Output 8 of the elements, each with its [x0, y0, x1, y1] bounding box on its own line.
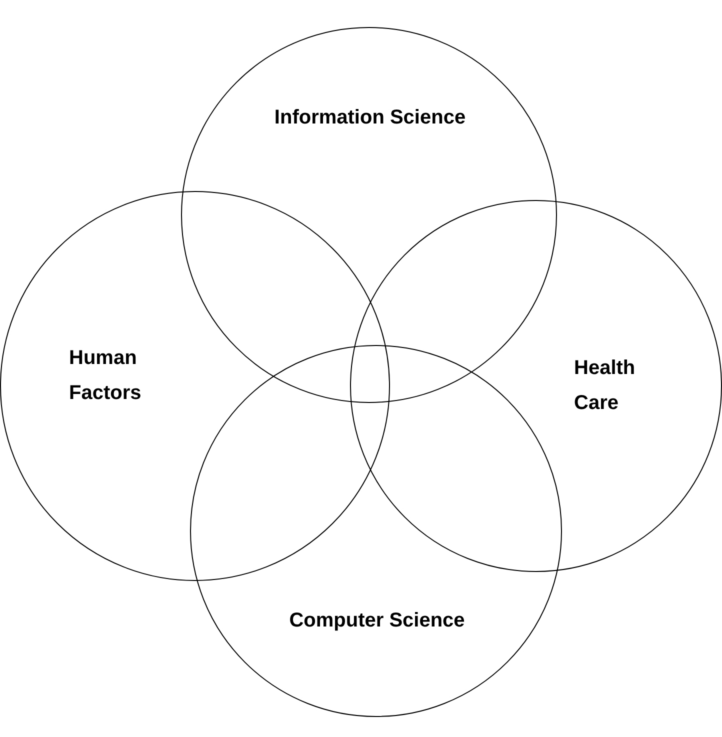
circle-label: Computer Science	[288, 608, 466, 634]
circle-label: Human Factors	[69, 346, 142, 406]
venn-circle	[181, 27, 557, 403]
venn-circle	[190, 345, 562, 717]
venn-circle	[350, 200, 722, 572]
venn-circle	[0, 191, 390, 581]
circle-label: Information Science	[273, 106, 467, 130]
circle-label: Health Care	[574, 356, 636, 416]
